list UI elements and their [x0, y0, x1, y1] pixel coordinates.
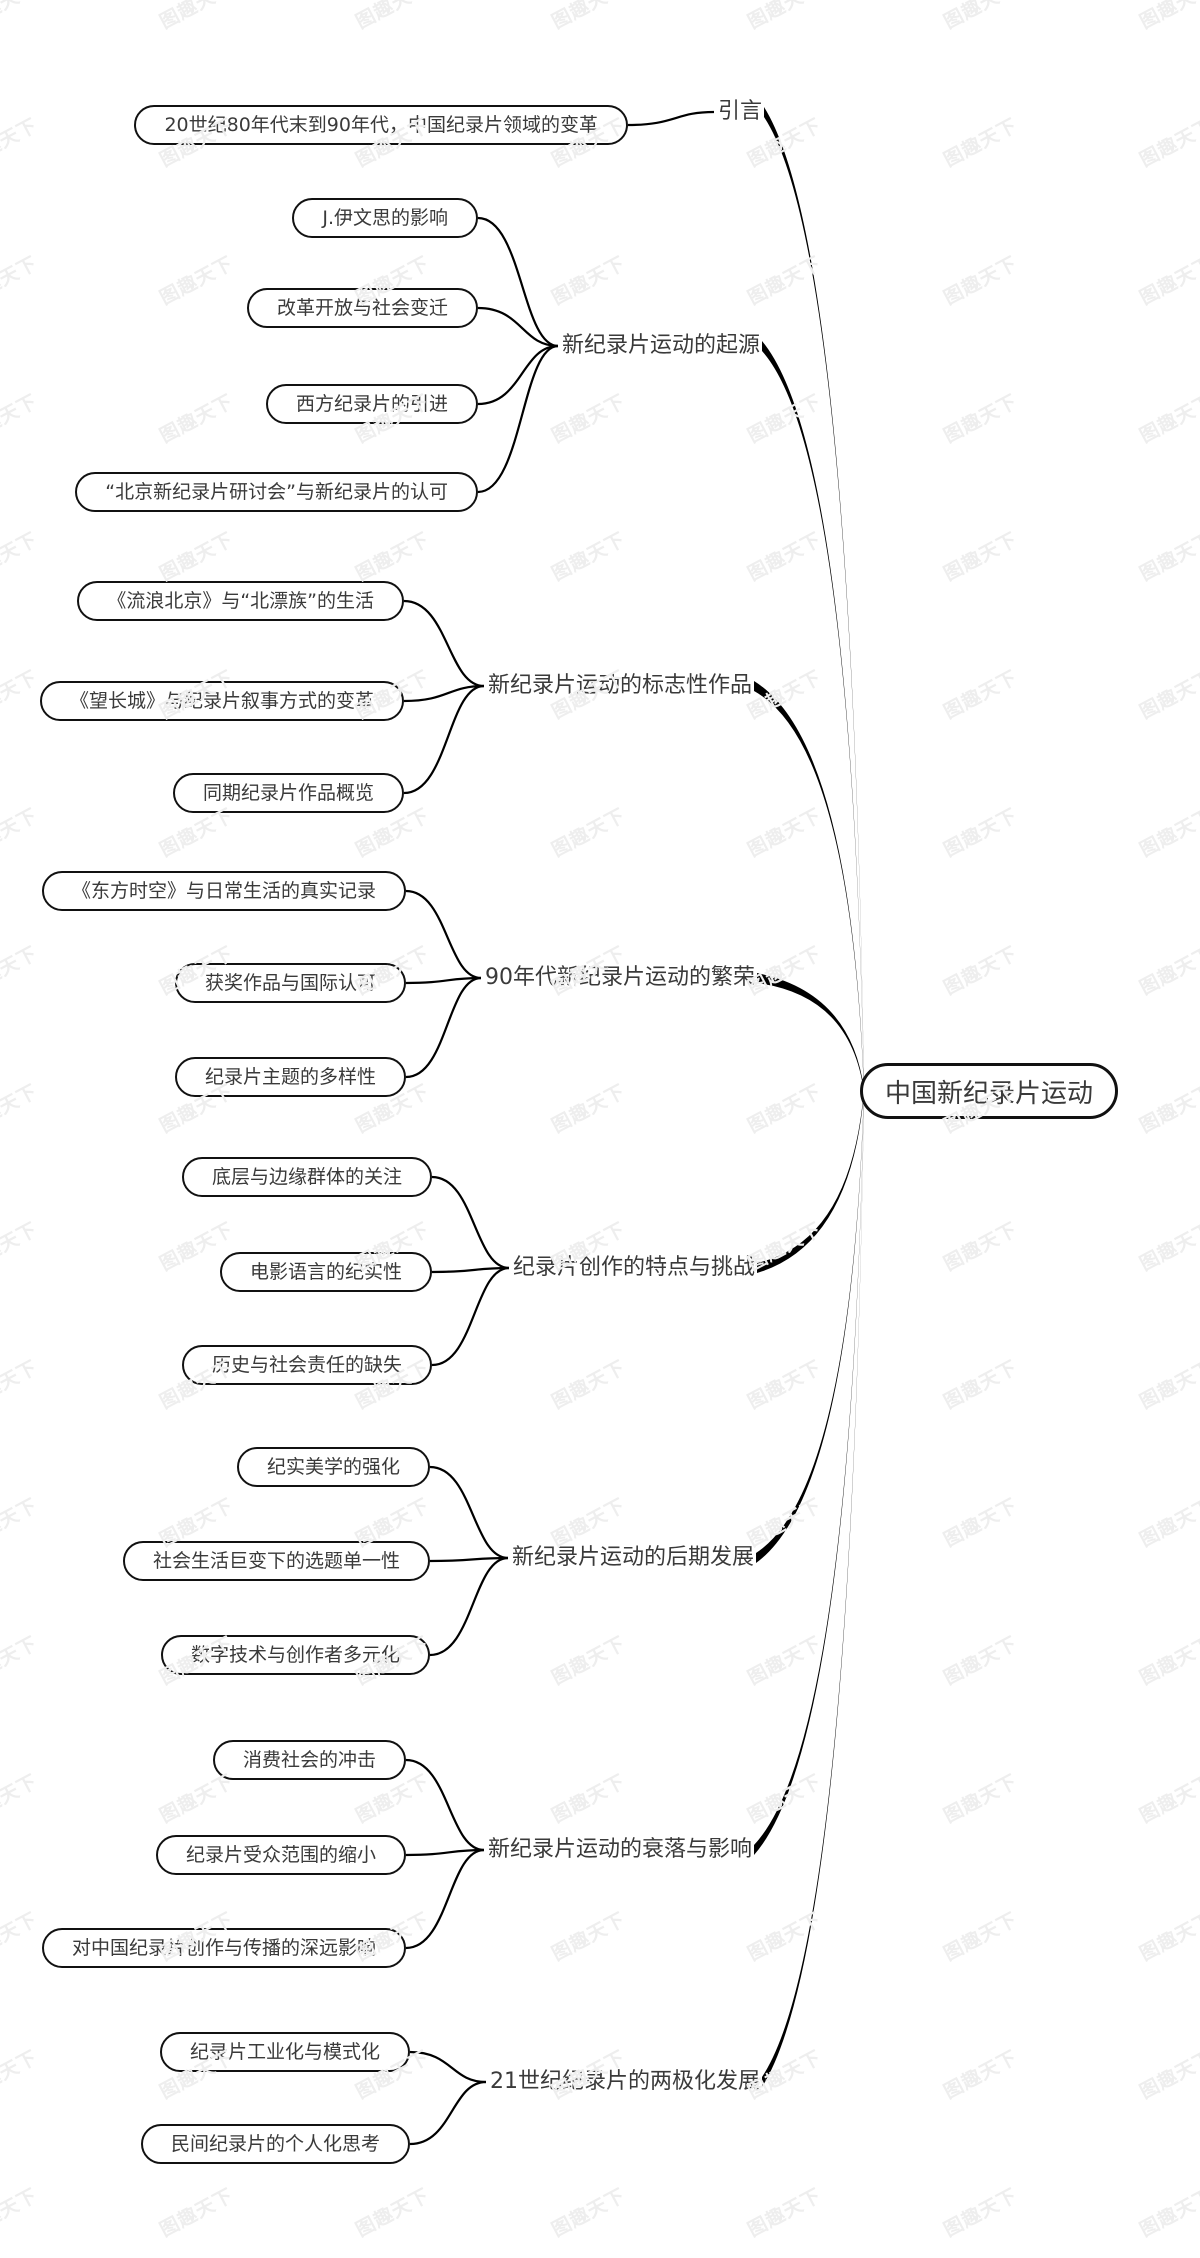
trunk-curves: [754, 107, 864, 2087]
twig-connector: [405, 1848, 485, 1857]
twig-connector: [405, 976, 482, 1079]
twig-connector: [429, 1556, 509, 1563]
leaf-node[interactable]: 西方纪录片的引进: [265, 384, 478, 424]
twig-connector: [405, 976, 482, 985]
twig-connector: [429, 1556, 509, 1657]
twig-connector: [477, 344, 559, 406]
twig-connector: [409, 2050, 487, 2084]
leaf-node[interactable]: 《望长城》与纪录片叙事方式的变革: [39, 681, 404, 721]
trunk-connector: [757, 1089, 864, 1273]
leaf-node[interactable]: 获奖作品与国际认可: [174, 963, 406, 1003]
twig-curves: [403, 110, 715, 2146]
leaf-node[interactable]: “北京新纪录片研讨会”与新纪录片的认可: [75, 472, 478, 512]
twig-connector: [403, 684, 485, 703]
leaf-node[interactable]: 社会生活巨变下的选题单一性: [122, 1541, 430, 1581]
leaf-node[interactable]: 底层与边缘群体的关注: [181, 1157, 432, 1197]
twig-connector: [403, 599, 485, 688]
branch-node-7[interactable]: 新纪录片运动的衰落与影响: [488, 1837, 753, 1862]
branch-node-6[interactable]: 新纪录片运动的后期发展: [512, 1545, 755, 1570]
leaf-node[interactable]: 同期纪录片作品概览: [172, 773, 404, 813]
trunk-connector: [757, 973, 864, 1093]
twig-connector: [409, 2080, 487, 2146]
leaf-node[interactable]: 纪录片工业化与模式化: [159, 2032, 410, 2072]
twig-connector: [429, 1465, 509, 1560]
leaf-node[interactable]: 纪实美学的强化: [236, 1447, 430, 1487]
leaf-node[interactable]: 纪录片受众范围的缩小: [155, 1835, 406, 1875]
leaf-node[interactable]: 纪录片主题的多样性: [174, 1057, 406, 1097]
twig-connector: [431, 1175, 510, 1270]
branch-node-5[interactable]: 纪录片创作的特点与挑战: [513, 1255, 756, 1280]
twig-connector: [627, 110, 715, 127]
branch-node-4[interactable]: 90年代新纪录片运动的繁荣: [485, 965, 755, 990]
branch-node-8[interactable]: 21世纪纪录片的两极化发展: [490, 2069, 760, 2094]
leaf-node[interactable]: J.伊文思的影响: [292, 198, 478, 238]
leaf-node[interactable]: 民间纪录片的个人化思考: [140, 2124, 410, 2164]
twig-connector: [405, 889, 482, 980]
branch-node-2[interactable]: 新纪录片运动的起源: [562, 333, 761, 358]
leaf-node[interactable]: 历史与社会责任的缺失: [181, 1345, 432, 1385]
twig-connector: [431, 1266, 510, 1367]
leaf-node[interactable]: 改革开放与社会变迁: [246, 288, 478, 328]
twig-connector: [405, 1758, 485, 1852]
leaf-node[interactable]: 《东方时空》与日常生活的真实记录: [41, 871, 406, 911]
twig-connector: [405, 1848, 485, 1950]
twig-connector: [477, 306, 559, 348]
twig-connector: [477, 344, 559, 494]
leaf-node[interactable]: 对中国纪录片创作与传播的深远影响: [41, 1928, 406, 1968]
twig-connector: [431, 1266, 510, 1274]
leaf-node[interactable]: 电影语言的纪实性: [219, 1252, 432, 1292]
leaf-node[interactable]: 20世纪80年代末到90年代，中国纪录片领域的变革: [134, 105, 628, 145]
twig-connector: [403, 684, 485, 795]
branch-node-1[interactable]: 引言: [718, 99, 763, 124]
leaf-node[interactable]: 《流浪北京》与“北漂族”的生活: [77, 581, 404, 621]
twig-connector: [477, 216, 559, 348]
leaf-node[interactable]: 数字技术与创作者多元化: [160, 1635, 430, 1675]
root-node[interactable]: 中国新纪录片运动: [860, 1063, 1119, 1119]
leaf-node[interactable]: 消费社会的冲击: [212, 1740, 406, 1780]
branch-node-3[interactable]: 新纪录片运动的标志性作品: [488, 673, 753, 698]
